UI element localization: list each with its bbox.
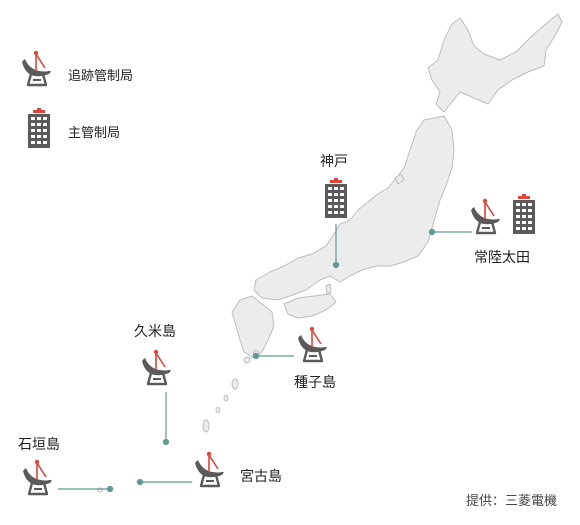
station-ishigakijima: 石垣島 — [18, 437, 60, 496]
okinawa-island — [202, 419, 210, 433]
hitachiota-marker — [428, 228, 436, 236]
connector-lines — [58, 224, 472, 493]
kumejima-marker — [162, 438, 170, 446]
miyakojima-marker — [136, 478, 144, 486]
kobe-marker — [332, 261, 340, 269]
credit-text: 提供：三菱電機 — [466, 493, 557, 509]
legend-tracking-label: 追跡管制局 — [68, 68, 133, 84]
sado-island — [394, 173, 405, 185]
hitachiota-label: 常陸太田 — [474, 250, 530, 266]
building-icon — [513, 194, 535, 234]
kobe-label: 神戸 — [320, 154, 348, 170]
satellite-dish-icon — [193, 450, 226, 488]
amami-island — [231, 378, 239, 390]
tanegashima-marker — [252, 352, 260, 360]
satellite-dish-icon — [469, 197, 502, 235]
legend-main-label: 主管制局 — [68, 126, 120, 141]
tanegashima-label: 種子島 — [294, 375, 336, 391]
ishigakijima-label: 石垣島 — [18, 437, 60, 453]
station-tanegashima: 種子島 — [294, 325, 336, 391]
awaji-island — [325, 283, 332, 295]
legend: 追跡管制局 主管制局 — [20, 49, 133, 148]
okinoerabu-island — [215, 407, 221, 413]
tokunoshima-island — [223, 394, 229, 402]
building-icon — [28, 108, 50, 148]
shikoku — [283, 293, 337, 319]
miyakojima-label: 宮古島 — [240, 469, 282, 485]
honshu — [253, 115, 455, 301]
hokkaido — [427, 13, 563, 113]
satellite-dish-icon — [21, 458, 54, 496]
station-kobe: 神戸 — [320, 154, 348, 218]
japan-landmass — [231, 13, 563, 359]
kumejima-label: 久米島 — [134, 324, 176, 340]
satellite-dish-icon — [140, 348, 173, 386]
station-hitachiota: 常陸太田 — [469, 194, 535, 266]
kyushu — [231, 295, 275, 359]
ryukyu-islands — [97, 349, 259, 493]
building-icon — [325, 178, 347, 218]
satellite-dish-icon — [20, 49, 53, 87]
satellite-dish-icon — [296, 325, 329, 363]
yakushima-island — [243, 356, 251, 364]
ishigakijima-marker — [106, 485, 114, 493]
station-miyakojima: 宮古島 — [193, 450, 282, 488]
station-kumejima: 久米島 — [134, 324, 176, 386]
